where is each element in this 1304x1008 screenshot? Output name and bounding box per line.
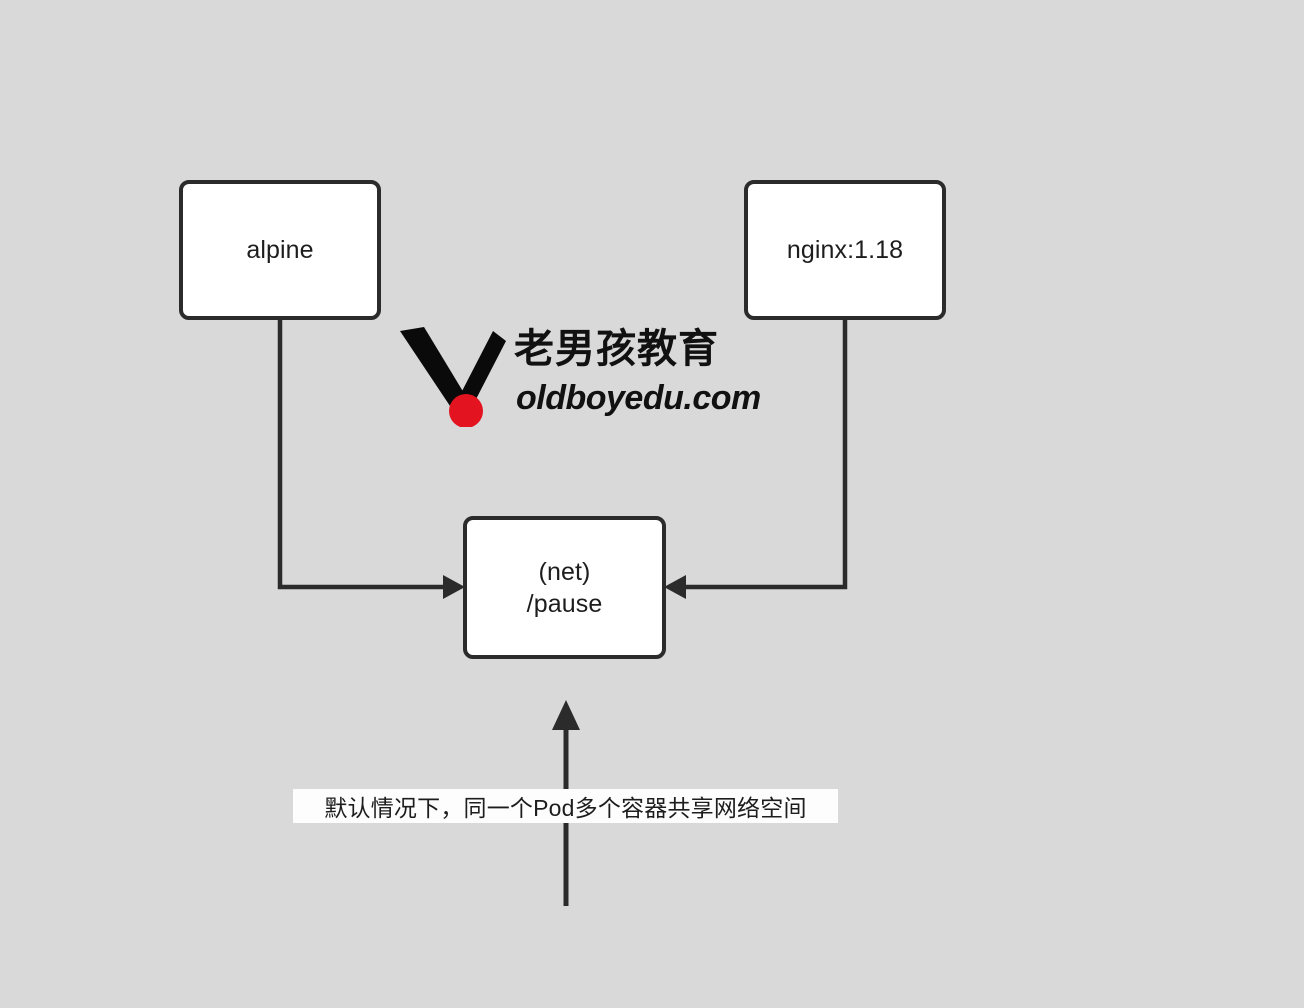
logo-red-dot-icon — [449, 394, 483, 427]
logo-wordmark: 老男孩教育 oldboyedu.com — [514, 327, 761, 429]
node-pause-label: (net) /pause — [526, 557, 603, 618]
node-nginx-label: nginx:1.18 — [786, 236, 904, 264]
node-pause[interactable]: (net) /pause — [463, 516, 666, 659]
arrowhead-into-pause-right — [664, 575, 686, 599]
logo-v-right-stroke — [460, 331, 506, 405]
connector-alpine-to-pause — [277, 320, 465, 599]
node-alpine-label: alpine — [246, 236, 314, 264]
oldboyedu-logo: 老男孩教育 oldboyedu.com — [398, 327, 761, 431]
logo-checkmark-icon — [400, 327, 506, 427]
connector-alpine-to-pause-line — [277, 320, 443, 590]
logo-en-text: oldboyedu.com — [516, 379, 761, 417]
arrowhead-into-pause-left — [443, 575, 465, 599]
node-alpine[interactable]: alpine — [179, 180, 381, 320]
connector-nginx-to-pause — [664, 320, 848, 599]
annotation-label: 默认情况下，同一个Pod多个容器共享网络空间 — [293, 789, 838, 823]
connector-nginx-to-pause-line — [686, 320, 848, 590]
logo-cn-text: 老男孩教育 — [514, 327, 719, 371]
annotation-text: 默认情况下，同一个Pod多个容器共享网络空间 — [324, 795, 807, 821]
logo-v-left-stroke — [400, 327, 470, 415]
node-nginx[interactable]: nginx:1.18 — [744, 180, 946, 320]
arrowhead-annotation-up — [552, 700, 580, 730]
